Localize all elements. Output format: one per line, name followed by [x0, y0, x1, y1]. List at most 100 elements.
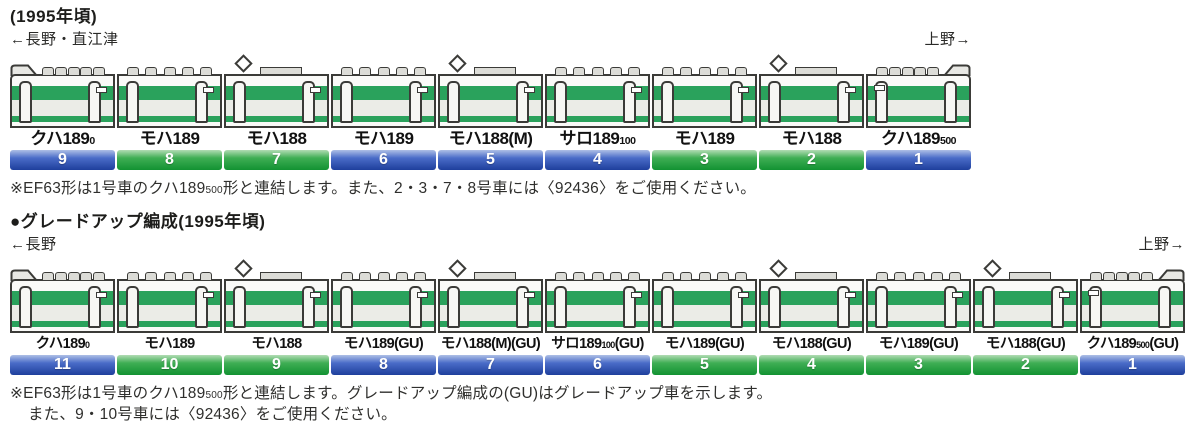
- livery-green-band: [547, 291, 648, 305]
- car-number-banner: 5: [652, 355, 757, 375]
- car-window: [310, 87, 321, 93]
- car-number-banner: 11: [10, 355, 115, 375]
- car-number: 4: [807, 356, 816, 373]
- car-window: [96, 87, 107, 93]
- car-type-label: モハ188: [251, 336, 302, 352]
- pantograph-icon: [448, 54, 467, 73]
- livery-green-band: [119, 291, 220, 305]
- car-type-label: モハ189(GU): [878, 336, 959, 352]
- car-window: [845, 87, 856, 93]
- car-type-label: モハ188(GU): [985, 336, 1066, 352]
- car-window: [1059, 292, 1070, 298]
- train-row: クハ1890 9 モハ189 8: [10, 52, 1200, 170]
- car-door: [875, 286, 888, 328]
- train-car: モハ189(GU) 5: [652, 257, 757, 375]
- livery-gray-band: [333, 100, 434, 116]
- livery-gray-band: [547, 305, 648, 321]
- car-number-banner: 3: [652, 150, 757, 170]
- car-number: 9: [58, 151, 67, 168]
- train-car: モハ189(GU) 3: [866, 257, 971, 375]
- car-body: [117, 74, 222, 128]
- car-illustration: [545, 52, 650, 128]
- car-type-label: モハ188(M)(GU): [440, 336, 541, 352]
- car-number: 1: [914, 151, 923, 168]
- livery-green-stripe: [119, 321, 220, 327]
- livery-green-band: [12, 291, 113, 305]
- roof-vents: [1090, 272, 1153, 280]
- roof-vents: [876, 272, 961, 280]
- car-number-banner: 9: [10, 150, 115, 170]
- train-car: モハ188(GU) 2: [973, 257, 1078, 375]
- car-number-banner: 8: [117, 150, 222, 170]
- livery-green-stripe: [226, 116, 327, 122]
- livery-green-band: [12, 86, 113, 100]
- car-type-label: モハ189(GU): [664, 336, 745, 352]
- car-body: [973, 279, 1078, 333]
- car-number-banner: 3: [866, 355, 971, 375]
- direction-row: ←長野・直江津 上野→: [10, 30, 971, 52]
- car-illustration: [759, 52, 864, 128]
- livery-green-band: [975, 291, 1076, 305]
- livery-gray-band: [226, 100, 327, 116]
- car-type-label: モハ189(GU): [343, 336, 424, 352]
- livery-green-stripe: [654, 116, 755, 122]
- livery-green-stripe: [333, 321, 434, 327]
- car-illustration: [652, 52, 757, 128]
- car-illustration: [331, 52, 436, 128]
- train-car: クハ189500(GU) 1: [1080, 257, 1185, 375]
- train-car: クハ189500 1: [866, 52, 971, 170]
- car-number-banner: 9: [224, 355, 329, 375]
- car-number-banner: 7: [224, 150, 329, 170]
- formation-section-standard: (1995年頃) ←長野・直江津 上野→: [10, 6, 1200, 200]
- section-title: (1995年頃): [10, 7, 98, 26]
- car-type-label: モハ188: [781, 129, 842, 148]
- direction-left-label: ←長野・直江津: [10, 31, 119, 48]
- car-illustration: [973, 257, 1078, 333]
- pantograph-icon: [234, 259, 253, 278]
- car-number: 6: [379, 151, 388, 168]
- car-number: 9: [272, 356, 281, 373]
- car-window: [952, 292, 963, 298]
- car-type-label: サロ189100(GU): [551, 336, 644, 352]
- livery-green-stripe: [119, 116, 220, 122]
- livery-green-band: [868, 291, 969, 305]
- car-body: [545, 279, 650, 333]
- note-text: ※EF63形は1号車のクハ189500形と連結します。グレードアップ編成の(GU…: [10, 385, 773, 423]
- pantograph-icon: [769, 259, 788, 278]
- car-body: [10, 279, 115, 333]
- car-number: 2: [1021, 356, 1030, 373]
- car-number-banner: 8: [331, 355, 436, 375]
- roof-vents: [662, 272, 747, 280]
- train-car: モハ189 3: [652, 52, 757, 170]
- car-illustration: [1080, 257, 1185, 333]
- livery-green-stripe: [975, 321, 1076, 327]
- car-type-label: クハ189500: [880, 129, 957, 148]
- car-number: 3: [914, 356, 923, 373]
- car-window: [738, 292, 749, 298]
- formation-section-gradeup: ●グレードアップ編成(1995年頃) ←長野 上野→: [10, 211, 1200, 424]
- car-illustration: [117, 52, 222, 128]
- livery-green-stripe: [440, 321, 541, 327]
- car-body: [1080, 279, 1185, 333]
- car-number-banner: 4: [545, 150, 650, 170]
- car-door: [768, 81, 781, 123]
- pantograph-icon: [769, 54, 788, 73]
- livery-gray-band: [440, 100, 541, 116]
- car-door: [233, 286, 246, 328]
- train-car: モハ189 8: [117, 52, 222, 170]
- car-window: [874, 85, 885, 91]
- car-number-banner: 7: [438, 355, 543, 375]
- car-body: [438, 74, 543, 128]
- livery-green-band: [761, 86, 862, 100]
- car-door: [944, 81, 957, 123]
- livery-green-stripe: [868, 321, 969, 327]
- car-type-label: クハ1890: [30, 129, 95, 148]
- car-number-banner: 10: [117, 355, 222, 375]
- train-car: サロ189100(GU) 6: [545, 257, 650, 375]
- car-type-label: モハ189: [144, 336, 195, 352]
- train-car: モハ188(GU) 4: [759, 257, 864, 375]
- cab-roof-icon: [943, 64, 971, 76]
- train-car: サロ189100 4: [545, 52, 650, 170]
- livery-green-stripe: [12, 116, 113, 122]
- car-number: 8: [379, 356, 388, 373]
